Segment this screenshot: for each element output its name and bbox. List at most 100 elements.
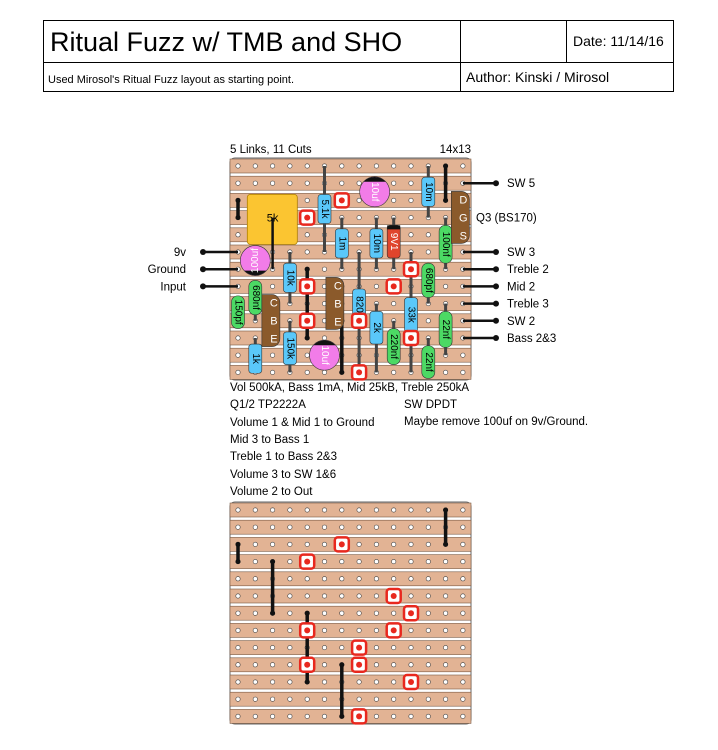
hole bbox=[460, 627, 466, 633]
transistor-q1: CBE bbox=[325, 277, 345, 330]
hole bbox=[443, 283, 449, 289]
hole bbox=[287, 713, 293, 719]
hole bbox=[373, 696, 379, 702]
hole bbox=[373, 524, 379, 530]
copper-strip bbox=[229, 588, 472, 604]
film-capacitor: 22nf bbox=[438, 303, 453, 356]
copper-strip bbox=[229, 674, 472, 690]
transistor-body bbox=[261, 294, 281, 347]
link-end bbox=[304, 679, 310, 685]
hole bbox=[443, 713, 449, 719]
hole bbox=[287, 541, 293, 547]
hole bbox=[391, 645, 397, 651]
hole bbox=[460, 559, 466, 565]
link-end bbox=[235, 541, 241, 547]
film-capacitor-label: 680pf bbox=[423, 268, 434, 293]
hole bbox=[304, 507, 310, 513]
capacitor-body bbox=[359, 176, 390, 208]
hole bbox=[391, 524, 397, 530]
resistor: 5.1k bbox=[317, 166, 332, 252]
hole bbox=[235, 232, 241, 238]
link-end bbox=[339, 713, 345, 719]
link-end bbox=[270, 559, 276, 565]
hole bbox=[304, 163, 310, 169]
pin-label: D bbox=[459, 194, 467, 206]
hole bbox=[408, 576, 414, 582]
hole bbox=[235, 335, 241, 341]
hole bbox=[356, 507, 362, 513]
hole bbox=[373, 163, 379, 169]
resistor-label: 10m bbox=[371, 234, 382, 253]
wire-end bbox=[493, 300, 499, 307]
hole bbox=[321, 559, 327, 565]
film-capacitor-body bbox=[421, 345, 436, 379]
zener-diode: 9V1 bbox=[386, 217, 401, 270]
electrolytic-capacitor: 10uf bbox=[359, 176, 390, 208]
hole bbox=[373, 559, 379, 565]
hole bbox=[287, 696, 293, 702]
hole bbox=[356, 559, 362, 565]
hole bbox=[321, 679, 327, 685]
film-capacitor-body bbox=[438, 225, 453, 264]
hole bbox=[356, 593, 362, 599]
hole bbox=[304, 180, 310, 186]
hole bbox=[252, 696, 258, 702]
hole bbox=[270, 180, 276, 186]
hole bbox=[460, 593, 466, 599]
hole bbox=[252, 627, 258, 633]
hole bbox=[443, 576, 449, 582]
wire-end bbox=[200, 249, 206, 255]
resistor: 10m bbox=[369, 217, 384, 270]
link-end bbox=[304, 266, 310, 272]
electrolytic-capacitor: 100uf bbox=[240, 245, 271, 276]
hole bbox=[408, 180, 414, 186]
cut-dot bbox=[356, 317, 363, 324]
hole bbox=[408, 524, 414, 530]
hole bbox=[460, 610, 466, 616]
hole bbox=[287, 627, 293, 633]
hole bbox=[321, 524, 327, 530]
film-capacitor: 680pf bbox=[421, 262, 436, 304]
hole bbox=[460, 507, 466, 513]
copper-strip bbox=[229, 519, 472, 535]
resistor-label: 1k bbox=[250, 353, 261, 365]
film-capacitor-body bbox=[386, 328, 401, 365]
hole bbox=[287, 645, 293, 651]
resistor: 10k bbox=[283, 252, 297, 304]
cut-dot bbox=[304, 214, 311, 221]
link-end bbox=[235, 559, 241, 565]
link-end bbox=[443, 541, 449, 547]
hole bbox=[235, 627, 241, 633]
hole bbox=[304, 197, 310, 203]
transistor-body bbox=[451, 191, 470, 244]
hole bbox=[391, 696, 397, 702]
cut-dot bbox=[390, 593, 397, 599]
hole bbox=[252, 662, 258, 668]
cut-dot bbox=[304, 661, 311, 668]
author: Author: Kinski / Mirosol bbox=[466, 69, 610, 85]
wire-label: Treble 3 bbox=[507, 299, 549, 311]
pin-label: E bbox=[334, 316, 341, 328]
note-line: Volume 3 to SW 1&6 bbox=[230, 468, 337, 481]
hole bbox=[287, 524, 293, 530]
hole bbox=[321, 662, 327, 668]
hole bbox=[235, 645, 241, 651]
hole bbox=[252, 541, 258, 547]
hole bbox=[356, 163, 362, 169]
hole bbox=[460, 369, 466, 375]
hole bbox=[408, 645, 414, 651]
subtitle: Used Mirosol's Ritual Fuzz layout as sta… bbox=[48, 74, 295, 86]
resistor-body bbox=[369, 228, 384, 259]
zener-diode-label: 9V1 bbox=[388, 233, 399, 251]
hole bbox=[391, 301, 397, 307]
resistor-body bbox=[283, 262, 297, 293]
link-end bbox=[443, 163, 449, 169]
resistor-label: 33k bbox=[406, 307, 417, 324]
film-capacitor-label: 680nf bbox=[250, 285, 261, 310]
resistor-label: 10m bbox=[423, 182, 434, 201]
hole bbox=[287, 679, 293, 685]
hole bbox=[391, 662, 397, 668]
hole bbox=[321, 627, 327, 633]
hole bbox=[270, 662, 276, 668]
